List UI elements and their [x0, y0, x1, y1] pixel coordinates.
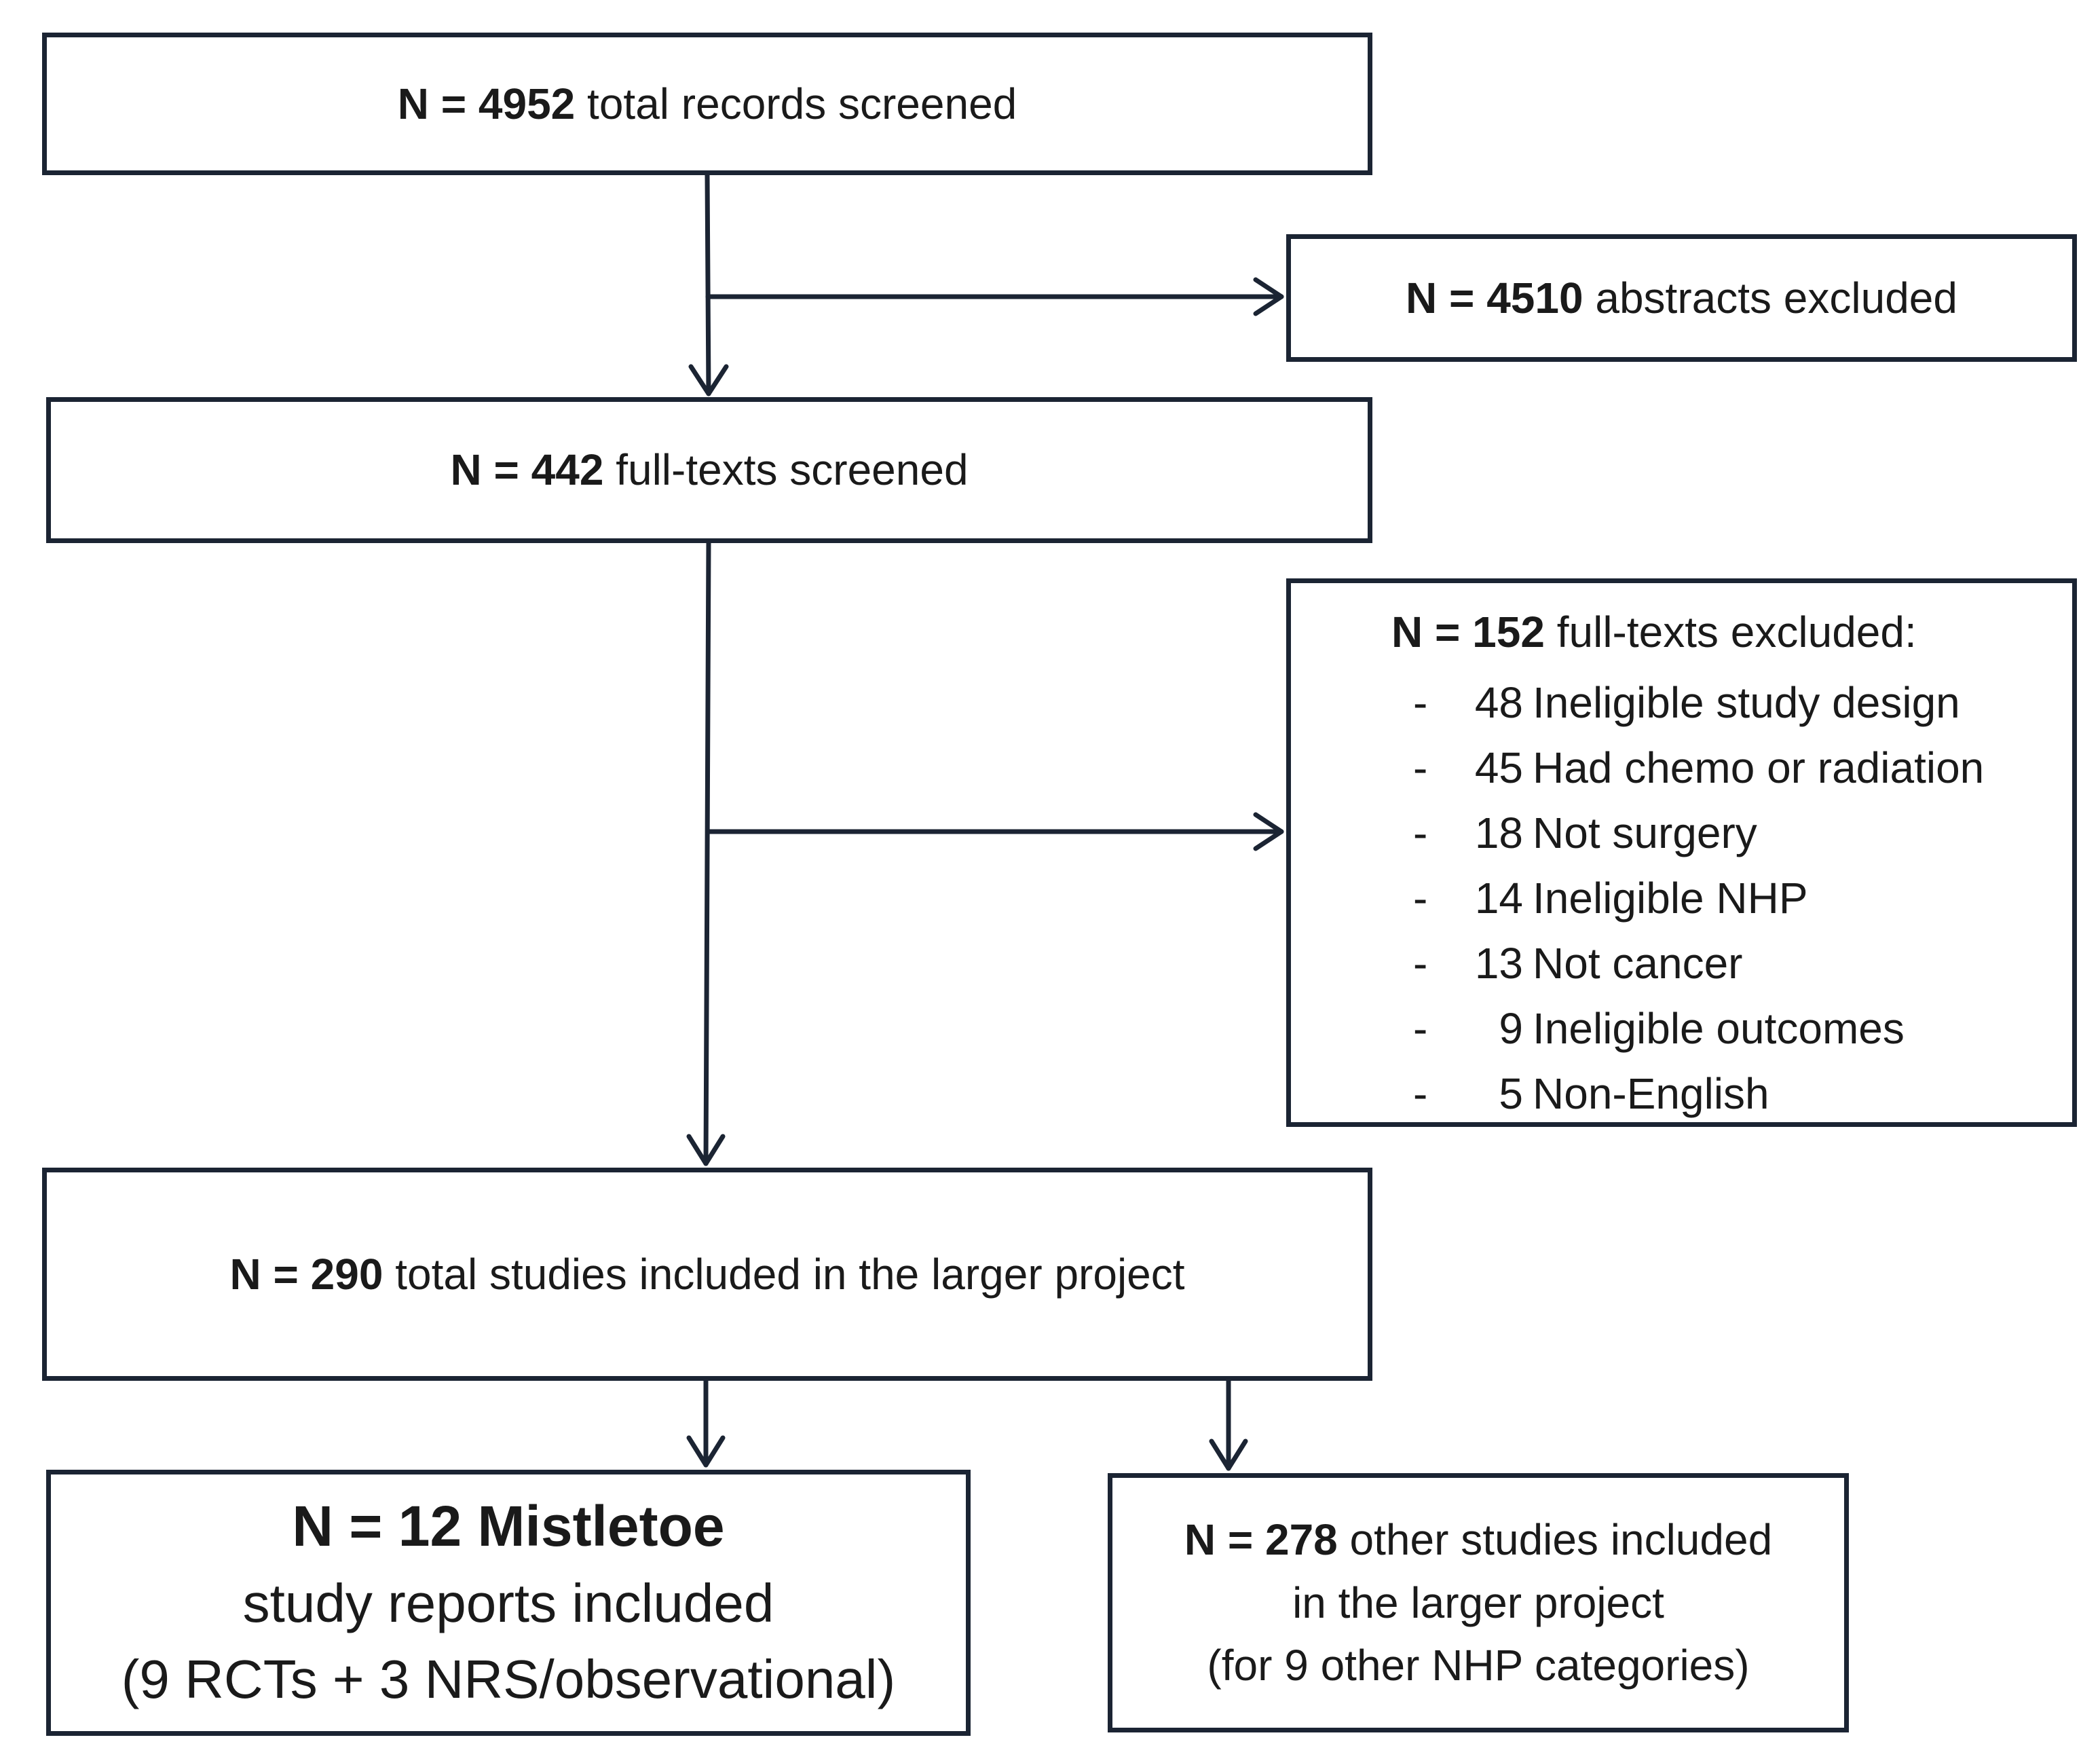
other-studies-box: N = 278 other studies included in the la… [1108, 1473, 1849, 1732]
exclusion-reason-count: 48 [1474, 678, 1523, 727]
mistletoe-included-box: N = 12 Mistletoe study reports included … [46, 1470, 971, 1736]
total-included-text: total studies included in the larger pro… [383, 1249, 1185, 1299]
other-studies-line-2: in the larger project [1292, 1578, 1664, 1627]
total-included-label: N = 290 total studies included in the la… [229, 1248, 1184, 1301]
exclusion-reason-text: Non-English [1533, 1069, 1769, 1118]
fulltexts-excluded-text: full-texts excluded: [1544, 608, 1917, 656]
arrowhead-records-to-fulltexts [688, 364, 729, 396]
abstracts-excluded-count: N = 4510 [1406, 273, 1583, 322]
fulltexts-screened-box: N = 442 full-texts screened [46, 397, 1372, 543]
total-included-count: N = 290 [229, 1249, 383, 1299]
records-screened-label: N = 4952 total records screened [398, 78, 1017, 130]
list-dash: - [1413, 809, 1428, 857]
arrow-records-to-fulltexts [705, 172, 711, 396]
exclusion-reason-count: 18 [1474, 809, 1523, 857]
fulltexts-excluded-count: N = 152 [1391, 608, 1545, 656]
mistletoe-line-3: (9 RCTs + 3 NRS/observational) [121, 1648, 896, 1709]
exclusion-reason-text: Had chemo or radiation [1533, 743, 1985, 792]
fulltexts-screened-text: full-texts screened [603, 445, 969, 495]
other-studies-text: other studies included [1337, 1515, 1773, 1564]
total-included-box: N = 290 total studies included in the la… [42, 1168, 1372, 1381]
mistletoe-line-2: study reports included [242, 1572, 774, 1633]
exclusion-reason-count: 13 [1474, 939, 1523, 988]
exclusion-reason-text: Ineligible NHP [1533, 874, 1808, 923]
list-dash: - [1413, 874, 1428, 923]
list-dash: - [1413, 743, 1428, 792]
list-dash: - [1413, 1004, 1428, 1053]
abstracts-excluded-label: N = 4510 abstracts excluded [1406, 272, 1957, 324]
other-studies-line-1: N = 278 other studies included [1184, 1508, 1772, 1572]
list-dash: - [1413, 1069, 1428, 1118]
arrowhead-total-to-mistletoe [686, 1435, 726, 1468]
list-dash: - [1413, 939, 1428, 988]
exclusion-reason-text: Not surgery [1533, 809, 1757, 857]
arrowhead-fulltexts-to-total [686, 1134, 726, 1166]
exclusion-reason-count: 45 [1474, 743, 1523, 792]
records-screened-box: N = 4952 total records screened [42, 33, 1372, 175]
fulltexts-excluded-heading: N = 152 full-texts excluded: [1391, 606, 1917, 658]
arrowhead-to-fulltexts-excluded [1253, 812, 1284, 851]
exclusion-reason-text: Not cancer [1533, 939, 1743, 988]
abstracts-excluded-text: abstracts excluded [1583, 273, 1957, 322]
records-screened-text: total records screened [575, 79, 1017, 128]
fulltexts-screened-label: N = 442 full-texts screened [450, 444, 968, 496]
arrowhead-to-abstracts-excluded [1253, 277, 1284, 316]
mistletoe-count: N = 12 Mistletoe [292, 1494, 725, 1559]
fulltexts-screened-count: N = 442 [450, 445, 604, 495]
exclusion-reason-text: Ineligible outcomes [1533, 1004, 1905, 1053]
exclusion-reason-count: 5 [1499, 1069, 1523, 1118]
arrow-fulltexts-to-total [703, 540, 711, 1166]
abstracts-excluded-box: N = 4510 abstracts excluded [1286, 234, 2077, 362]
exclusion-reason-count: 9 [1499, 1004, 1523, 1053]
arrowhead-total-to-other [1209, 1439, 1248, 1471]
list-dash: - [1413, 678, 1428, 727]
other-studies-count: N = 278 [1184, 1515, 1338, 1564]
records-screened-count: N = 4952 [397, 79, 576, 128]
exclusion-reason-count: 14 [1474, 874, 1523, 923]
exclusion-reason-text: Ineligible study design [1533, 678, 1960, 727]
other-studies-line-3: (for 9 other NHP categories) [1207, 1641, 1750, 1690]
